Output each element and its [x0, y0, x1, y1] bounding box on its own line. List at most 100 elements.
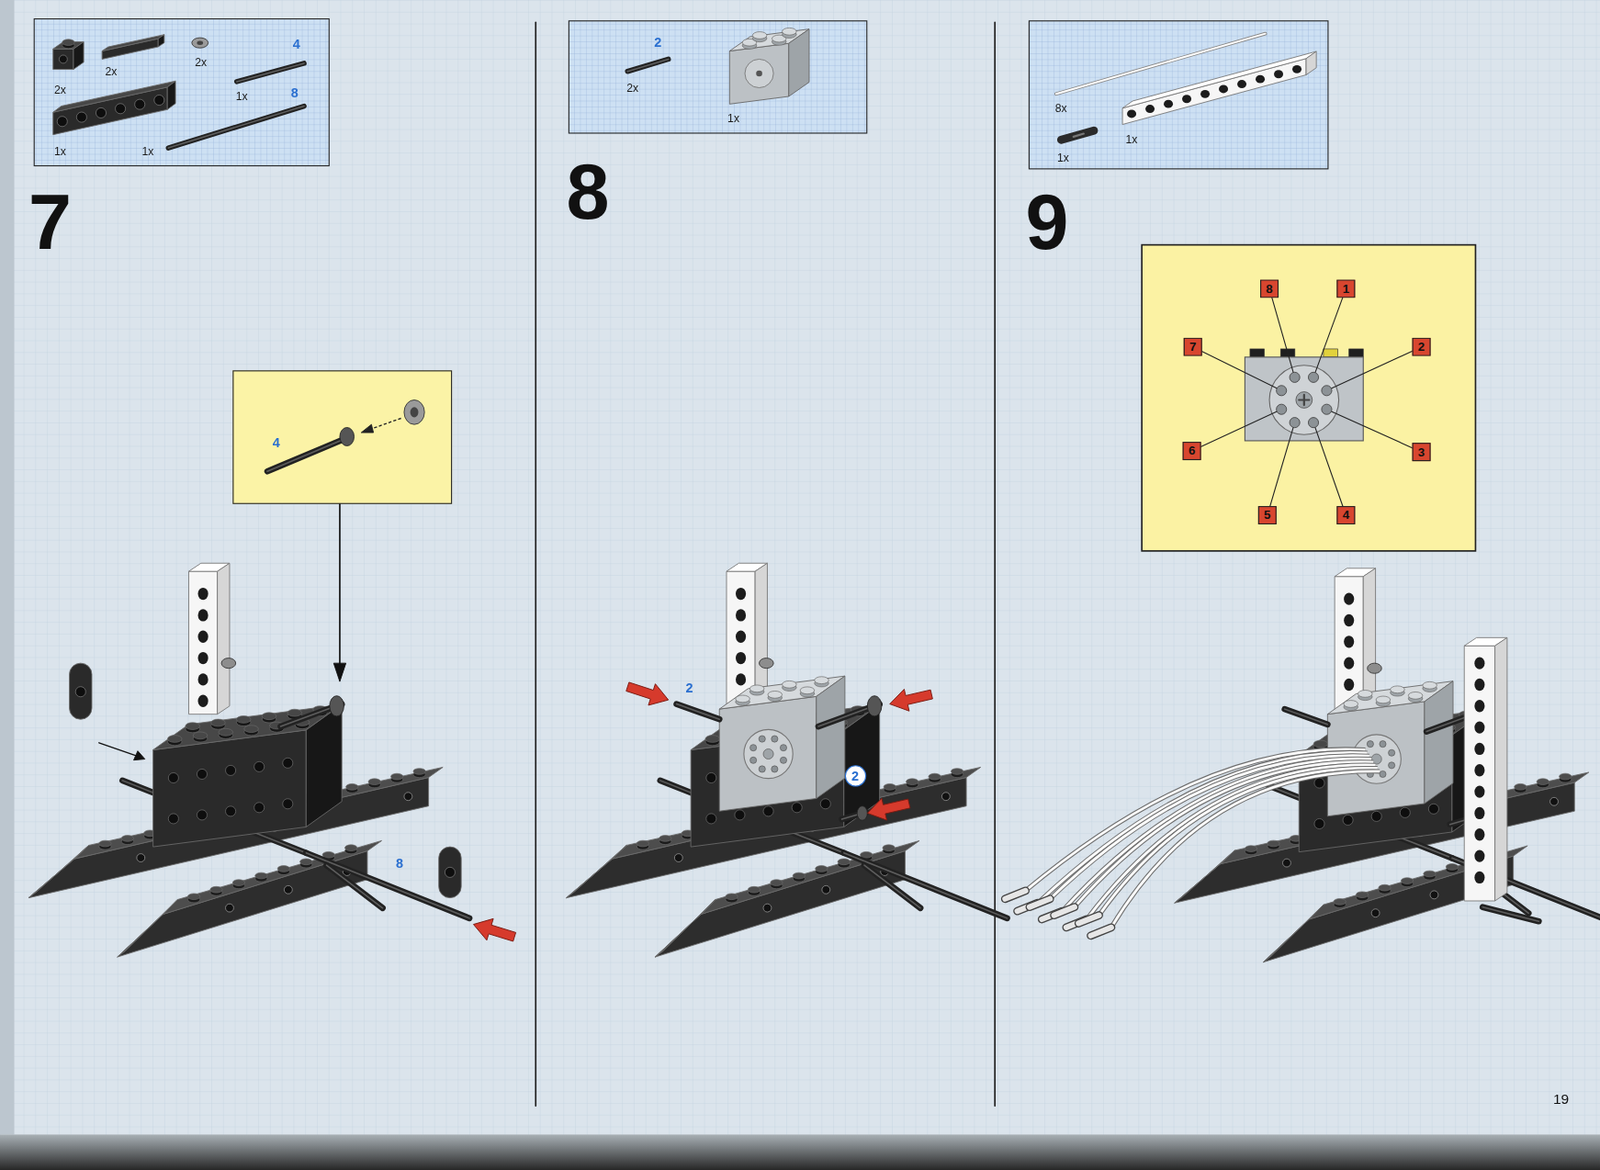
stud — [767, 690, 783, 699]
box-ground — [568, 20, 868, 134]
axle-ridge — [326, 865, 384, 909]
pin-hole — [1255, 75, 1265, 84]
callout-number: 2 — [851, 768, 859, 782]
pin-hole — [56, 116, 68, 127]
panel-divider — [534, 22, 537, 1106]
pin-hole — [154, 94, 165, 105]
pin-hole — [735, 630, 746, 643]
pin-hole — [1342, 814, 1353, 825]
pin-hole — [198, 652, 209, 665]
pin-hole — [225, 806, 237, 817]
pin-hole — [254, 761, 265, 772]
pin-hole — [1474, 656, 1485, 669]
pin-hole — [1314, 777, 1325, 789]
white-beam — [1122, 58, 1307, 125]
axle-ridge — [864, 865, 921, 909]
stud — [882, 845, 895, 852]
stud — [725, 893, 738, 901]
beam-1x4 — [101, 34, 165, 52]
pin-hole — [136, 854, 146, 863]
stud — [1559, 773, 1572, 780]
length-number: 4 — [292, 37, 301, 51]
pin-hole — [115, 103, 126, 114]
pin-hole — [1292, 65, 1302, 74]
pin-hole — [1474, 807, 1485, 820]
hub-center — [763, 748, 774, 759]
hose — [1099, 767, 1378, 915]
stud — [800, 687, 815, 695]
pin-hole — [734, 810, 745, 821]
pin-hole — [225, 903, 235, 913]
hose-connector — [1029, 899, 1050, 908]
axle-ridge — [844, 853, 1008, 919]
hose-port — [1289, 417, 1300, 429]
leader-line — [1326, 347, 1421, 392]
model-assembly — [28, 563, 470, 958]
pin-hole — [1343, 592, 1354, 605]
hose-number-box: 5 — [1257, 506, 1277, 525]
hose-number-box: 1 — [1336, 279, 1356, 298]
white-beam — [1122, 51, 1317, 109]
hose-port — [1276, 385, 1287, 396]
stud — [1445, 864, 1458, 871]
pin-hole — [763, 806, 774, 817]
stud — [1422, 681, 1438, 689]
hose-port — [750, 756, 757, 764]
stud — [1536, 778, 1549, 786]
stud — [1343, 700, 1359, 709]
box-ground — [232, 370, 452, 505]
pin-hole — [706, 772, 717, 783]
hose-port — [758, 735, 766, 743]
hose-port — [1379, 770, 1386, 778]
leader-line — [1192, 409, 1283, 451]
skid-nose — [1262, 904, 1324, 963]
beam-1x6 — [167, 80, 176, 110]
hose-number-box: 4 — [1336, 506, 1356, 525]
brick-1x1 — [73, 42, 84, 70]
pin-hole — [196, 810, 207, 821]
bush — [191, 37, 209, 48]
hose-connector — [1091, 927, 1112, 936]
callout-arrowhead — [333, 663, 346, 682]
axle — [1482, 907, 1539, 923]
pin-hole — [225, 765, 237, 776]
pin-hole — [1371, 811, 1382, 822]
pin-hole — [1182, 94, 1192, 103]
stud — [906, 778, 919, 786]
stud — [322, 851, 335, 858]
hose-connector — [1091, 927, 1112, 936]
hose-number-box: 8 — [1260, 279, 1280, 298]
hose-port — [1307, 371, 1319, 383]
quantity-label: 1x — [236, 90, 248, 102]
hose-port — [771, 735, 778, 743]
gearbox — [1424, 681, 1454, 804]
leader-line — [1326, 409, 1421, 452]
pin-hole — [75, 687, 86, 698]
pin-hole — [763, 903, 772, 913]
hose-number-box: 6 — [1182, 441, 1202, 461]
assembly-line — [99, 743, 137, 756]
stud — [346, 783, 359, 790]
hose-number-box: 7 — [1183, 338, 1203, 357]
pin-hole — [254, 802, 265, 813]
axle-ridge — [627, 58, 668, 71]
axle-cross — [1303, 394, 1306, 406]
stud — [167, 735, 182, 744]
assembly-line — [369, 417, 401, 429]
hose-connector — [1054, 907, 1075, 916]
beam-1x4 — [157, 34, 165, 47]
bush-hole — [196, 40, 203, 45]
pin-hole — [404, 792, 413, 801]
hose-number: 5 — [1263, 508, 1271, 521]
page-edge — [0, 1134, 1600, 1170]
pin-hole — [1550, 797, 1559, 806]
skid-nose — [1174, 850, 1236, 903]
skid-top — [163, 840, 383, 914]
pin-hole — [1474, 743, 1485, 755]
half-beam — [439, 846, 462, 899]
stud — [883, 783, 896, 790]
stud — [1349, 349, 1364, 358]
skid-nose — [117, 900, 179, 958]
stud — [261, 712, 277, 721]
